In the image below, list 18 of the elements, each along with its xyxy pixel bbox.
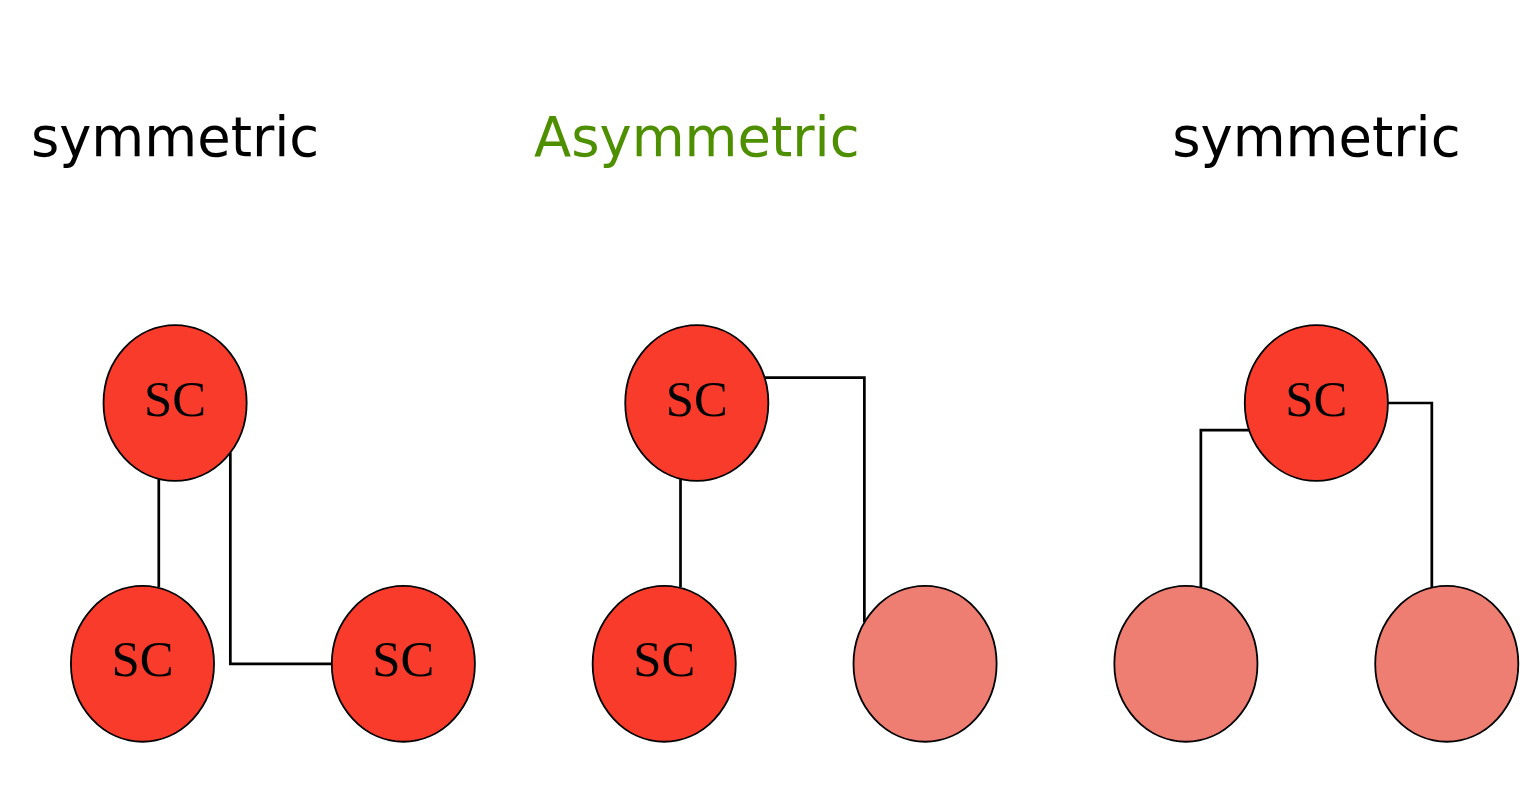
label: symmetric: [1172, 105, 1461, 169]
node-circle: SC: [70, 585, 215, 743]
connector: [764, 376, 866, 623]
connector: [679, 479, 682, 588]
node-circle: SC: [330, 585, 476, 743]
node-circle: SC: [102, 324, 248, 482]
connector: [1388, 401, 1434, 587]
connector: [1199, 428, 1250, 588]
connector: [229, 452, 332, 666]
label: symmetric: [30, 105, 320, 169]
node-circle: [1113, 585, 1259, 743]
node-circle: SC: [624, 324, 770, 482]
node-circle: SC: [591, 585, 737, 743]
label: Asymmetric: [534, 105, 860, 169]
node-circle: [1374, 585, 1520, 743]
node-circle: SC: [1243, 324, 1389, 482]
connector: [157, 479, 161, 588]
node-circle: [852, 585, 998, 743]
